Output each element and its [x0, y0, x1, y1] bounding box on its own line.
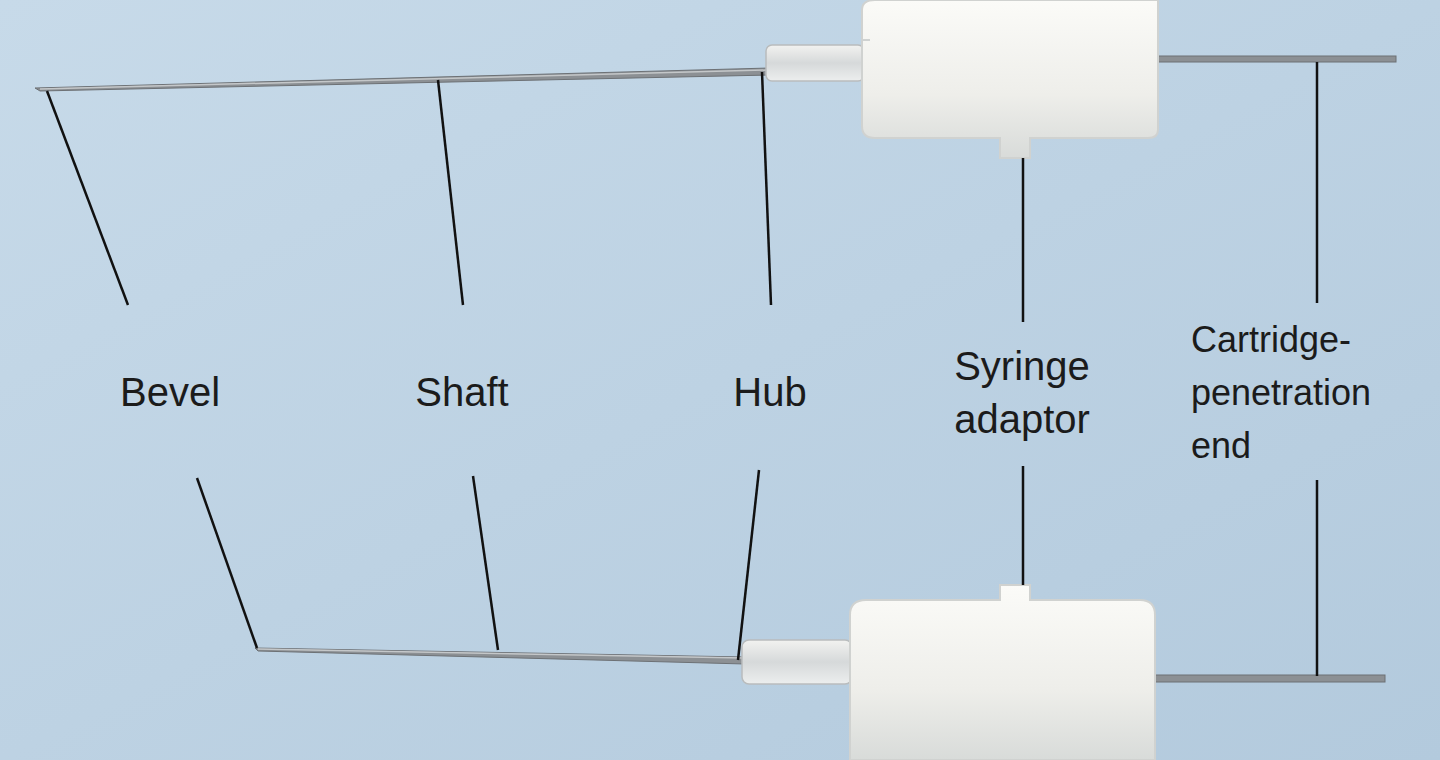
- part-label: Syringe adaptor: [935, 340, 1110, 446]
- leader-lines: [47, 62, 1317, 676]
- part-label: Hub: [690, 366, 850, 419]
- needle-top: [35, 0, 1396, 158]
- part-label: Cartridge-penetration end: [1191, 313, 1437, 472]
- part-label: Bevel: [70, 366, 270, 419]
- needle-bottom: [255, 585, 1385, 760]
- part-label: Shaft: [362, 366, 562, 419]
